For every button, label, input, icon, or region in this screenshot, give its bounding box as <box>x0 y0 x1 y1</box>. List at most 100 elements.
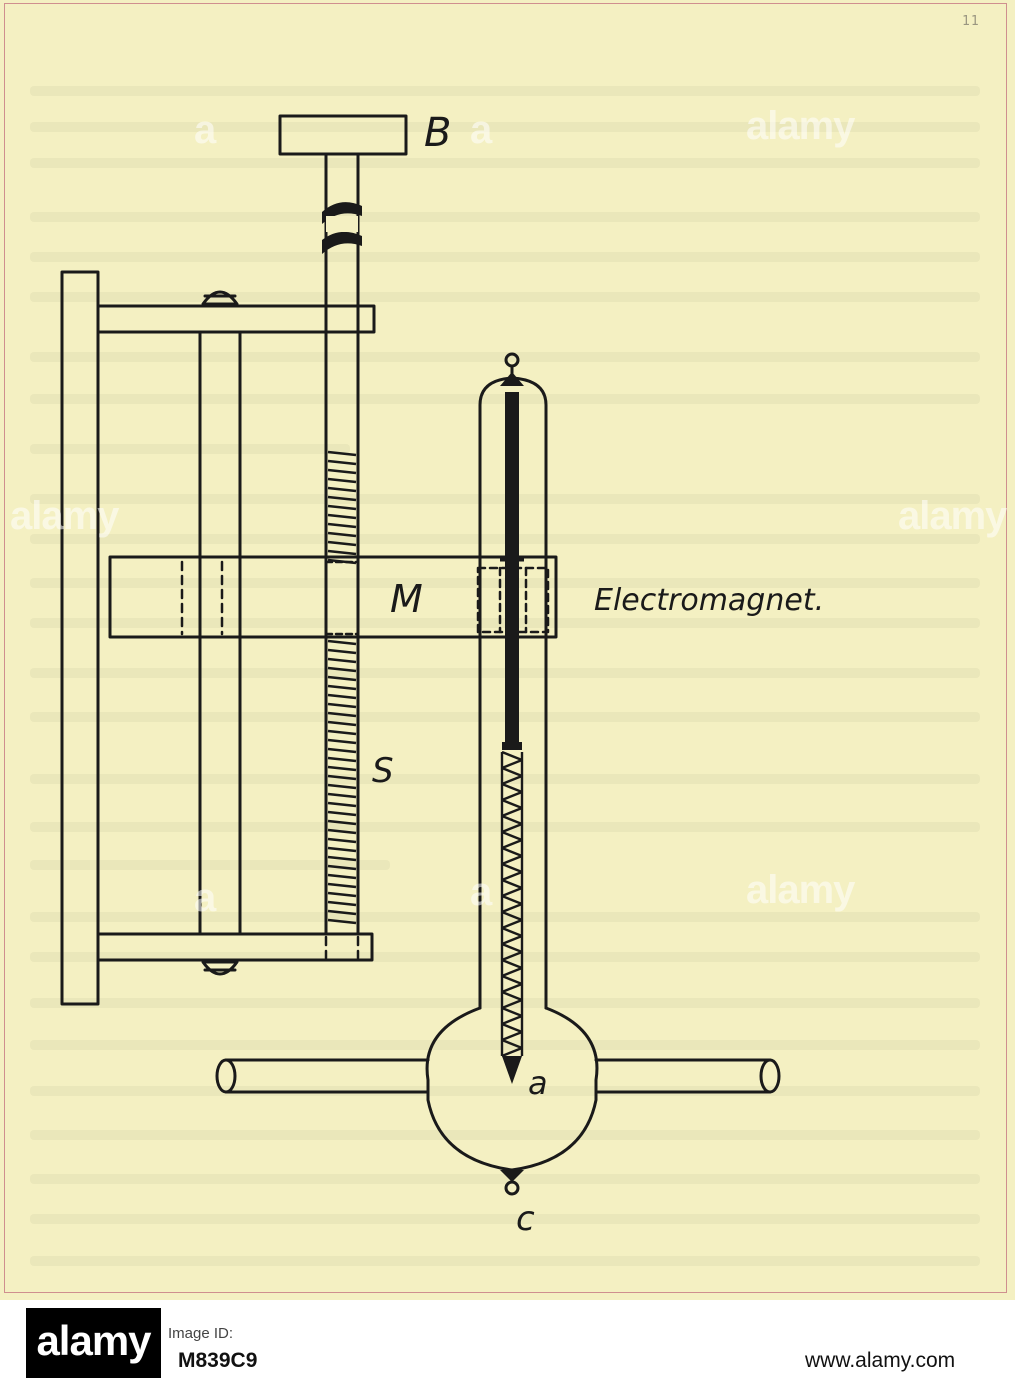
screw-thread <box>327 918 357 925</box>
spring-turn <box>501 910 523 922</box>
spring-turn <box>501 758 523 770</box>
side-tube-left <box>224 1058 430 1094</box>
label-c: c <box>516 1199 535 1239</box>
spring-turn <box>501 950 523 962</box>
label-a: a <box>528 1064 548 1102</box>
spring-turn <box>501 958 523 970</box>
screw-thread <box>327 468 357 475</box>
screw-thread <box>327 873 357 880</box>
spring-turn <box>501 782 523 794</box>
screw-thread <box>327 675 357 682</box>
screw-thread <box>327 477 357 484</box>
screw-thread <box>327 639 357 646</box>
screw-thread <box>327 774 357 781</box>
spring-turn <box>501 1046 523 1058</box>
spring-coil <box>500 750 524 1058</box>
screw-thread <box>327 531 357 538</box>
page-number: 11 <box>962 14 980 29</box>
scanned-page: 11 <box>0 0 1015 1300</box>
screw-thread <box>327 684 357 691</box>
screw-thread <box>327 837 357 844</box>
screw-thread <box>327 783 357 790</box>
spring-turn <box>501 918 523 930</box>
screw-thread <box>327 495 357 502</box>
spring-turn <box>501 926 523 938</box>
site-url-link[interactable]: www.alamy.com <box>805 1349 956 1372</box>
spring-turn <box>501 1014 523 1026</box>
spring-turn <box>501 886 523 898</box>
spring-turn <box>501 822 523 834</box>
spring-turn <box>501 894 523 906</box>
screw-thread <box>327 891 357 898</box>
base-board <box>60 270 100 1006</box>
screw-thread <box>327 504 357 511</box>
spring-turn <box>501 750 523 762</box>
watermark-letter: a <box>194 108 216 152</box>
screw-thread <box>327 864 357 871</box>
label-s: S <box>372 751 394 791</box>
glass-bulb <box>425 1006 599 1172</box>
watermark-text: alamy <box>898 494 1007 538</box>
top-terminal <box>504 352 520 368</box>
spring-turn <box>501 998 523 1010</box>
image-id-label: Image ID: <box>168 1325 234 1342</box>
screw-thread <box>327 459 357 466</box>
screw-thread <box>327 810 357 817</box>
spring-turn <box>501 878 523 890</box>
screw-thread <box>327 648 357 655</box>
alamy-logo[interactable]: alamy <box>26 1308 161 1378</box>
image-id: M839C9 <box>178 1349 258 1372</box>
spring-turn <box>501 934 523 946</box>
screw-thread <box>327 747 357 754</box>
footer-bar <box>0 1300 1015 1390</box>
screw-thread <box>327 909 357 916</box>
screw-thread <box>327 855 357 862</box>
screw-thread <box>327 657 357 664</box>
spring-turn <box>501 790 523 802</box>
spring-turn <box>501 1038 523 1050</box>
rod-top-screw-head <box>201 290 239 306</box>
screw-thread <box>327 792 357 799</box>
screw-thread <box>327 828 357 835</box>
bottom-arm <box>96 932 374 962</box>
screw-thread <box>327 900 357 907</box>
spring-turn <box>501 966 523 978</box>
spring-turn <box>501 1030 523 1042</box>
spring-turn <box>501 774 523 786</box>
spring-edge <box>500 752 524 1056</box>
magnet-block <box>108 555 558 639</box>
screw-thread <box>327 765 357 772</box>
bottom-terminal-c <box>504 1180 520 1196</box>
screw-thread <box>327 549 357 556</box>
spring-turn <box>501 942 523 954</box>
spring-turn <box>501 838 523 850</box>
screw-thread <box>327 738 357 745</box>
screw-thread <box>327 666 357 673</box>
spring-turn <box>501 902 523 914</box>
screw-thread <box>327 882 357 889</box>
spring-turn <box>501 806 523 818</box>
knob-b <box>278 114 408 156</box>
spring-turn <box>501 990 523 1002</box>
screw-thread <box>327 486 357 493</box>
top-arm <box>96 304 376 334</box>
watermark-letter: a <box>470 108 492 152</box>
screw-thread <box>327 540 357 547</box>
screw-thread <box>327 522 357 529</box>
spring-turn <box>501 1006 523 1018</box>
watermark-letter: a <box>194 876 216 920</box>
screw-threads <box>327 450 357 925</box>
screw-thread <box>327 819 357 826</box>
screw-thread <box>327 450 357 457</box>
label-b: B <box>424 110 451 156</box>
page-border <box>4 3 1007 1293</box>
spring-turn <box>501 982 523 994</box>
screw-thread <box>327 729 357 736</box>
inner-rod <box>505 392 519 742</box>
screw-thread <box>327 558 357 565</box>
screw-thread <box>327 702 357 709</box>
screw-thread <box>327 513 357 520</box>
spring-turn <box>501 814 523 826</box>
screw-thread <box>327 801 357 808</box>
screw-thread <box>327 756 357 763</box>
